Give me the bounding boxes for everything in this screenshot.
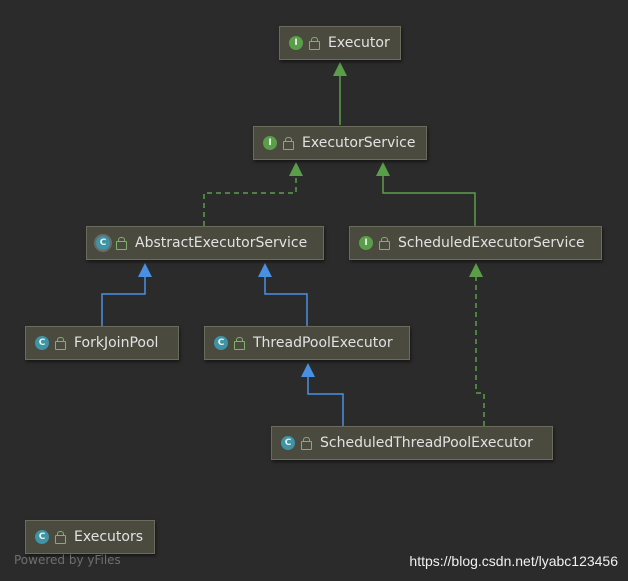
lock-icon [283,136,294,150]
edge-abstractexecutorservice-executorservice [203,175,297,226]
node-label: ExecutorService [302,135,416,151]
node-label: ForkJoinPool [74,335,159,351]
interface-icon: I [359,236,373,250]
lock-icon [309,36,320,50]
arrowhead-executor [333,62,347,76]
interface-icon: I [289,36,303,50]
class-icon: C [35,530,49,544]
node-label: Executors [74,529,143,545]
edge-scheduledthreadpoolexecutor-scheduledexecutorservice [475,276,485,426]
node-executor-service[interactable]: I ExecutorService [253,126,427,160]
lock-icon [379,236,390,250]
node-label: ScheduledExecutorService [398,235,585,251]
arrowhead-threadpoolexecutor [301,363,315,377]
node-scheduled-thread-pool-executor[interactable]: C ScheduledThreadPoolExecutor [271,426,553,460]
edge-threadpoolexecutor-abstractexecutorservice [264,276,308,326]
node-fork-join-pool[interactable]: C ForkJoinPool [25,326,179,360]
arrowhead-executorservice-right [376,162,390,176]
class-icon: C [214,336,228,350]
node-executor[interactable]: I Executor [279,26,401,60]
node-scheduled-executor-service[interactable]: I ScheduledExecutorService [349,226,602,260]
lock-icon [55,530,66,544]
arrowhead-abstract-left [138,263,152,277]
node-label: AbstractExecutorService [135,235,308,251]
arrowhead-abstract-right [258,263,272,277]
edge-scheduledthreadpoolexecutor-threadpoolexecutor [307,376,344,426]
class-icon: C [281,436,295,450]
abstract-class-icon: C [96,236,110,250]
node-label: ScheduledThreadPoolExecutor [320,435,533,451]
node-label: Executor [328,35,390,51]
node-thread-pool-executor[interactable]: C ThreadPoolExecutor [204,326,410,360]
lock-icon [55,336,66,350]
node-label: ThreadPoolExecutor [253,335,393,351]
lock-icon [301,436,312,450]
watermark-url: https://blog.csdn.net/lyabc123456 [409,553,618,569]
powered-by-text: Powered by yFiles [14,553,121,567]
edge-forkjoinpool-abstractexecutorservice [101,276,146,326]
node-executors[interactable]: C Executors [25,520,155,554]
node-abstract-executor-service[interactable]: C AbstractExecutorService [86,226,324,260]
edge-scheduledexecutorservice-executorservice [382,175,476,226]
arrowhead-scheduledexecutorservice [469,263,483,277]
interface-icon: I [263,136,277,150]
lock-icon [116,236,127,250]
class-icon: C [35,336,49,350]
lock-icon [234,336,245,350]
arrowhead-executorservice-left [289,162,303,176]
